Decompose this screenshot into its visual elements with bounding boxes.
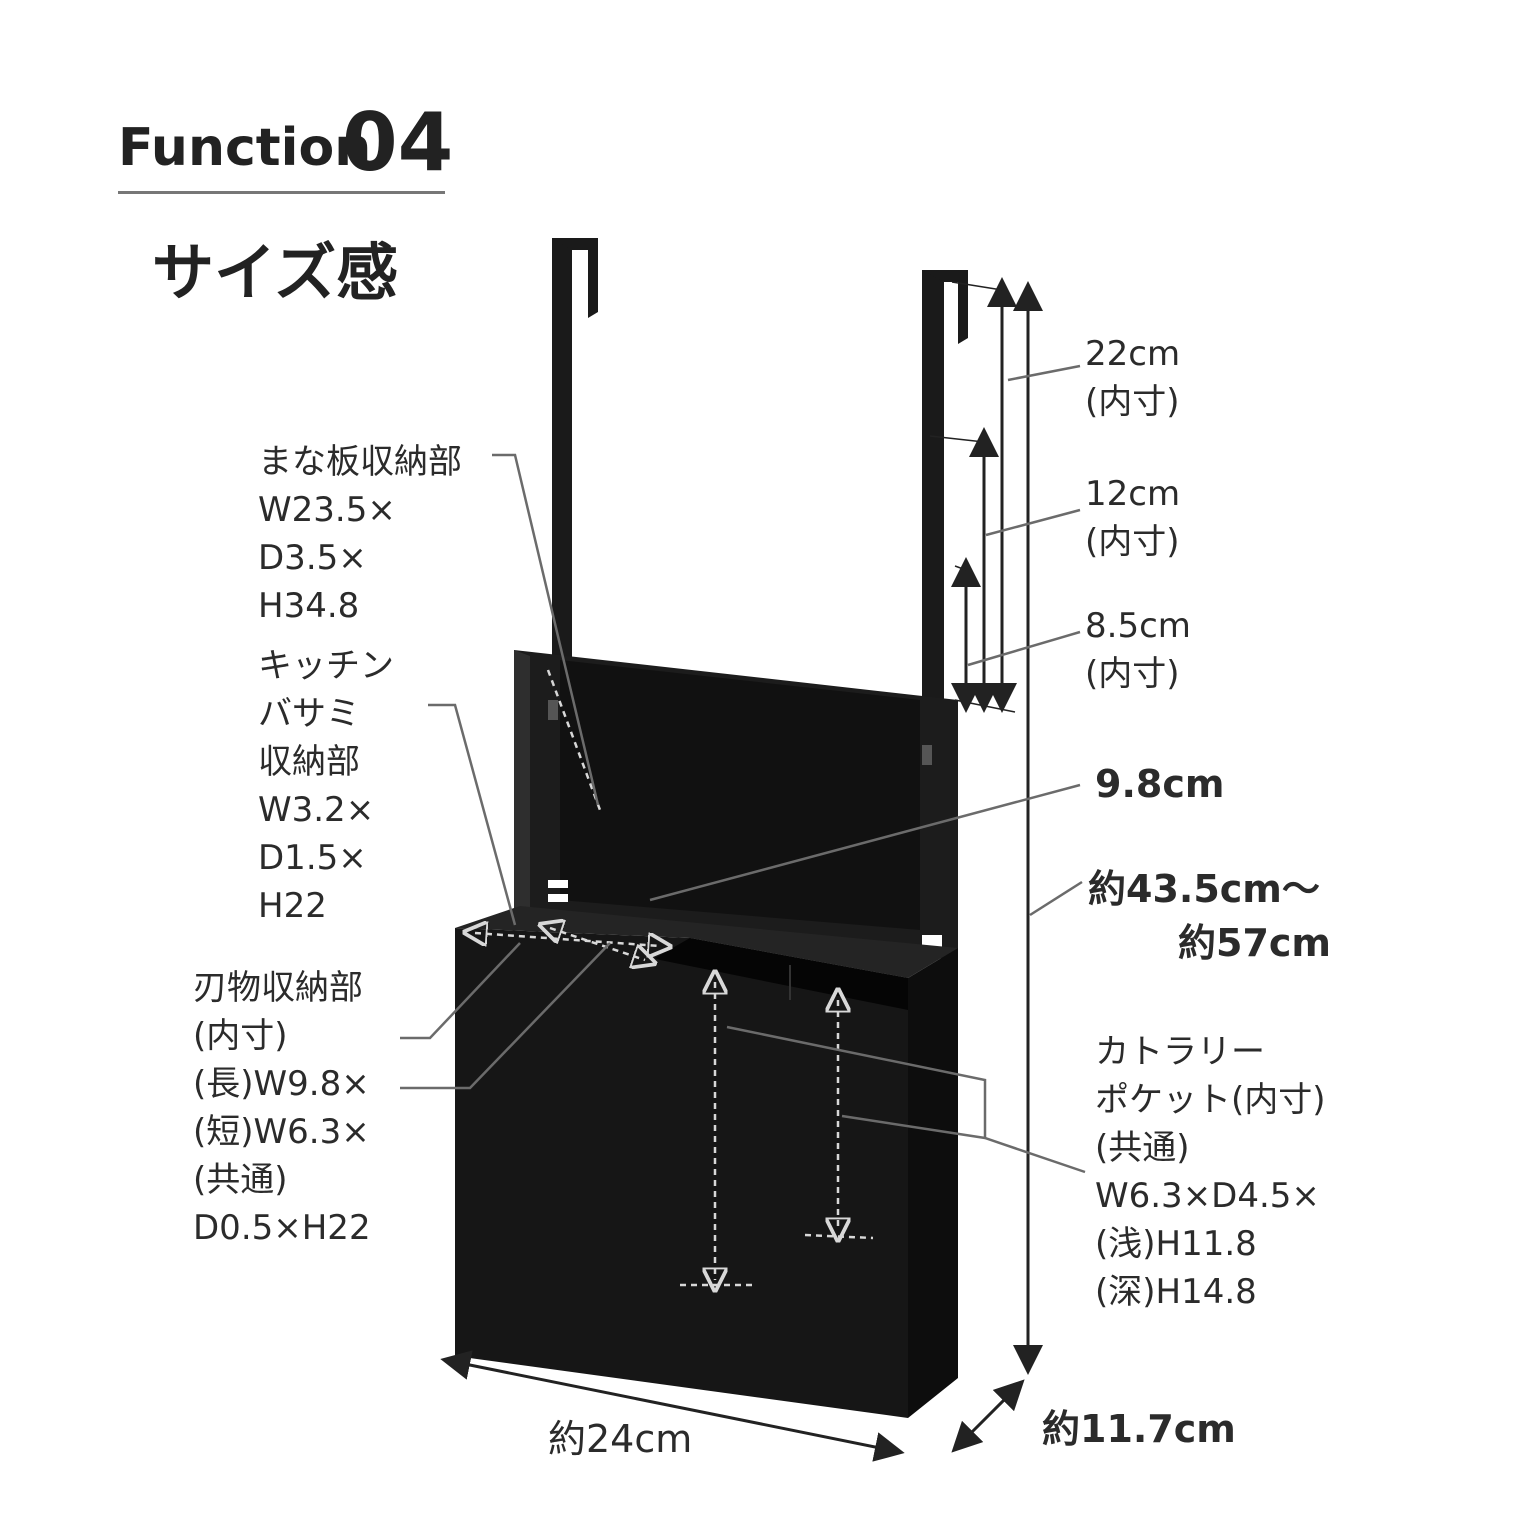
cutting-board-callout: まな板収納部 W23.5× D3.5× H34.8 (258, 442, 462, 626)
storage-box (455, 906, 958, 1418)
hook-8-5cm-label: 8.5cm (内寸) (1085, 606, 1191, 694)
knife-slot-indicator (475, 928, 660, 960)
height-range-label: 約43.5cm〜 (1088, 867, 1320, 911)
left-hook (552, 238, 598, 678)
cutlery-depth-indicators (546, 669, 874, 1285)
function-number: 04 (342, 96, 454, 189)
depth-dimension-line (951, 1379, 1025, 1453)
width-dimension-line (440, 1350, 905, 1462)
width-label: 約24cm (548, 1417, 693, 1461)
page-title: サイズ感 (152, 236, 399, 309)
hook-22cm-label: 22cm (内寸) (1085, 334, 1181, 422)
back-panel (514, 650, 958, 960)
cutlery-callout: カトラリー ポケット(内寸) (共通) W6.3×D4.5× (浅)H11.8 … (1095, 1032, 1326, 1312)
leader-lines (400, 364, 1086, 1174)
knife-callout: 刃物収納部 (内寸) (長)W9.8× (短)W6.3× (共通) D0.5×H… (193, 968, 371, 1248)
function-label: Function (118, 118, 372, 178)
depth-9-8cm-label: 9.8cm (1095, 762, 1225, 806)
hook-12cm-label: 12cm (内寸) (1085, 474, 1181, 562)
scissors-callout: キッチン バサミ 収納部 W3.2× D1.5× H22 (258, 646, 394, 926)
height-range-max-label: 約57cm (1178, 921, 1332, 965)
right-hook (922, 270, 968, 700)
hook-dimension-lines (929, 277, 1017, 713)
depth-label: 約11.7cm (1042, 1407, 1236, 1451)
header-divider (118, 191, 445, 194)
